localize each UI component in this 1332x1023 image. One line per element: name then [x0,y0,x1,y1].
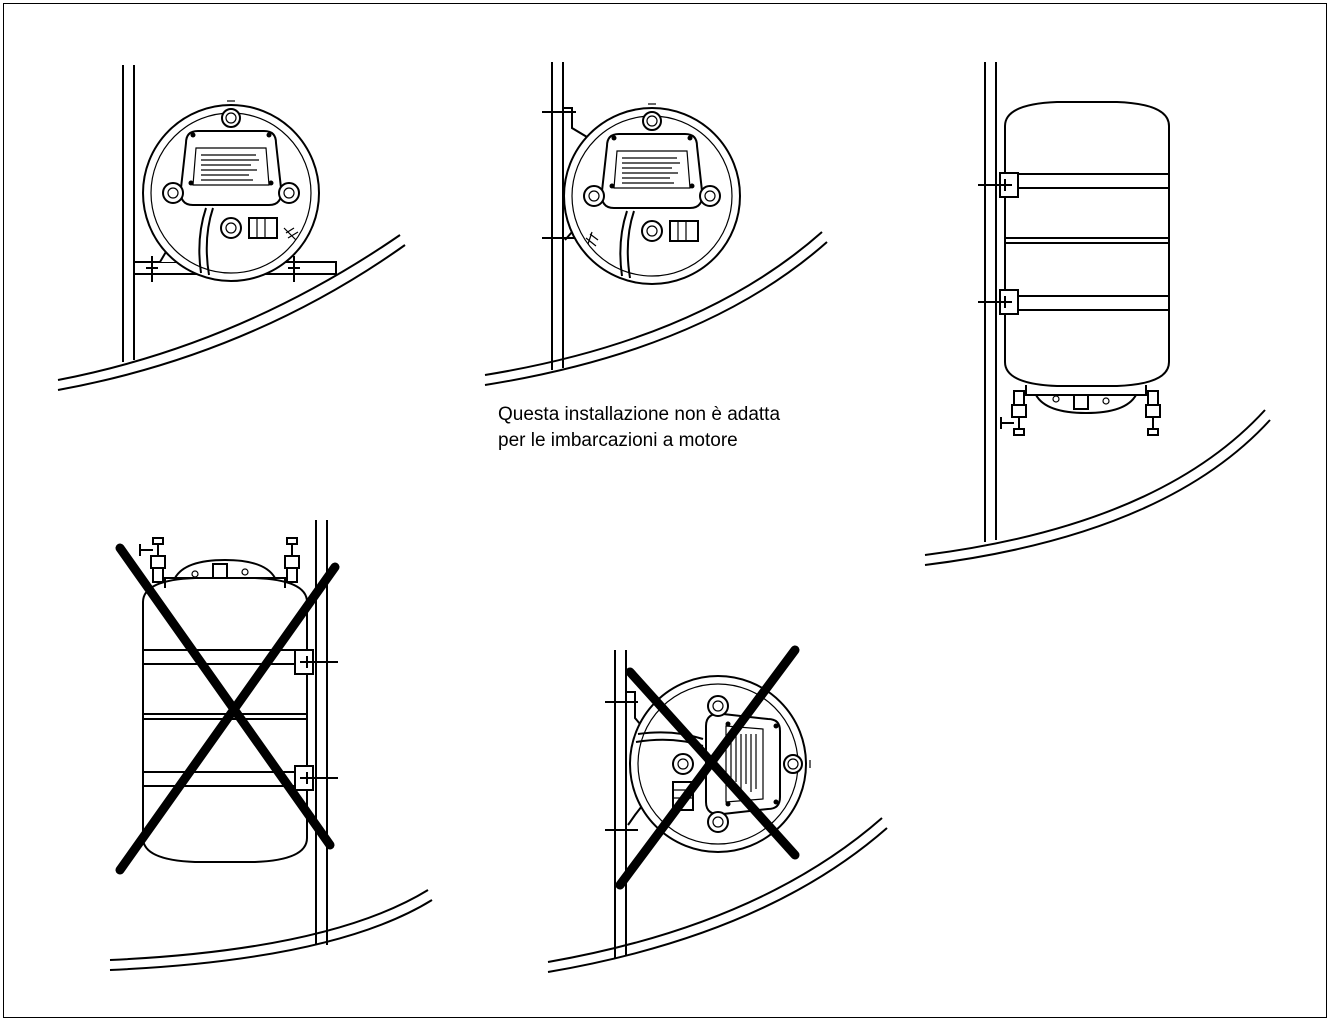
panel-horizontal-wall-bracket [484,62,828,386]
panel-horizontal-rotated [547,645,888,973]
panel-horizontal-base [57,65,406,391]
caption-line-2: per le imbarcazioni a motore [498,430,738,451]
panel-vertical-connections-up [109,520,433,971]
caption-line-1: Questa installazione non è adatta [498,404,781,425]
cross-mark [115,562,340,875]
cross-mark [115,543,335,850]
cross-mark [615,645,800,890]
panel-vertical-connections-down [924,62,1271,566]
page-frame [3,3,1327,1018]
installation-caption: Questa installazione non è adatta per le… [498,402,780,454]
